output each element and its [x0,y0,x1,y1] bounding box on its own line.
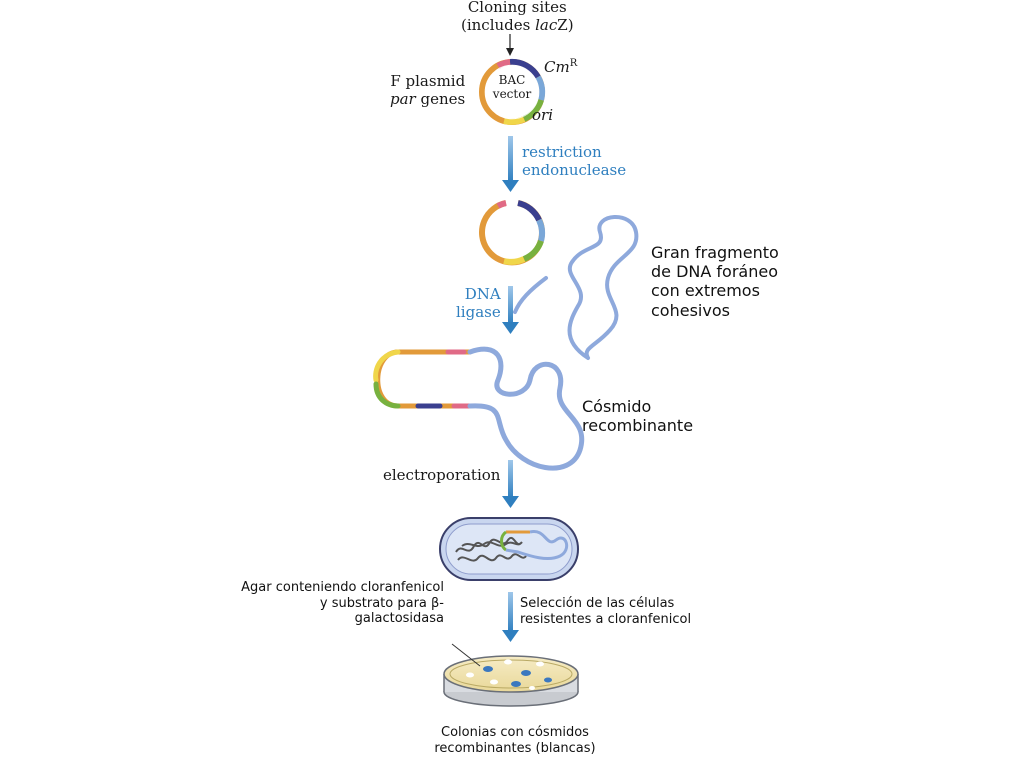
agar-label: Agar conteniendo cloranfenicol y substra… [212,580,444,627]
ori-label: ori [532,106,553,124]
down-arrow-icon [502,286,519,334]
fragment-line-3: con extremos [651,281,760,301]
cm-resistance-label: CmR [544,58,577,76]
dna-ligase-line-2: ligase [456,303,501,321]
bac-vector-plasmid-icon [479,58,546,125]
cloning-sites-line-1: Cloning sites [467,0,567,16]
f-plasmid-label: F plasmid par genes [390,72,465,108]
bac-line-1: BAC [498,73,526,87]
f-plasmid-line-1: F plasmid [390,72,466,90]
fragment-line-2: de DNA foráneo [651,262,778,282]
foreign-dna-fragment-icon [513,215,639,360]
cosmid-line-2: recombinante [582,416,694,436]
restriction-line-1: restriction [522,143,602,161]
restriction-line-2: endonuclease [522,161,627,179]
petri-dish-icon [443,655,579,707]
agar-line-1: Agar conteniendo cloranfenicol [241,580,444,595]
cosmid-line-1: Cósmido [582,397,652,416]
dna-ligase-label: DNA ligase [456,285,501,321]
recombinant-cosmid-label: Cósmido recombinante [582,397,693,435]
fragment-line-1: Gran fragmento [651,243,779,262]
par-italic: par [390,90,416,108]
bac-vector-label: BAC vector [492,73,532,102]
par-genes-text: genes [415,90,466,108]
selection-line-2: resistentes a cloranfenicol [520,611,692,627]
down-arrow-icon [502,460,519,508]
cm-superscript: R [569,58,578,69]
cloning-sites-pointer-icon [506,34,514,56]
selection-label: Selección de las células resistentes a c… [520,596,691,627]
chromosome-icon [455,537,527,562]
agar-line-2: y substrato para β- [319,595,444,611]
bacterial-cell-icon [439,517,579,581]
cloning-sites-label: Cloning sites (includes lacZ) [461,0,574,34]
colonies-label: Colonias con cósmidos recombinantes (bla… [420,725,610,756]
bac-line-2: vector [492,87,532,102]
colonies-line-2: recombinantes (blancas) [434,740,596,756]
down-arrow-icon [502,592,519,642]
dna-ligase-line-1: DNA [464,285,501,303]
colonies-line-1: Colonias con cósmidos [441,725,589,740]
recombinant-cosmid-icon [373,346,585,471]
restriction-endonuclease-label: restriction endonuclease [522,143,626,179]
cloning-sites-lacz: lac [535,16,558,34]
colony-icon [466,659,552,690]
cloning-sites-line-2-post: Z) [557,16,574,34]
down-arrow-icon [502,136,519,192]
electroporation-label: electroporation [383,466,501,484]
cm-text: Cm [544,58,570,76]
selection-line-1: Selección de las células [520,596,675,611]
cloning-sites-line-2-pre: (includes [461,16,536,34]
foreign-dna-label: Gran fragmento de DNA foráneo con extrem… [651,243,779,320]
fragment-line-4: cohesivos [651,300,730,320]
agar-line-3: galactosidasa [354,611,444,627]
agar-pointer-line [451,643,481,667]
cut-plasmid-icon [479,200,546,266]
